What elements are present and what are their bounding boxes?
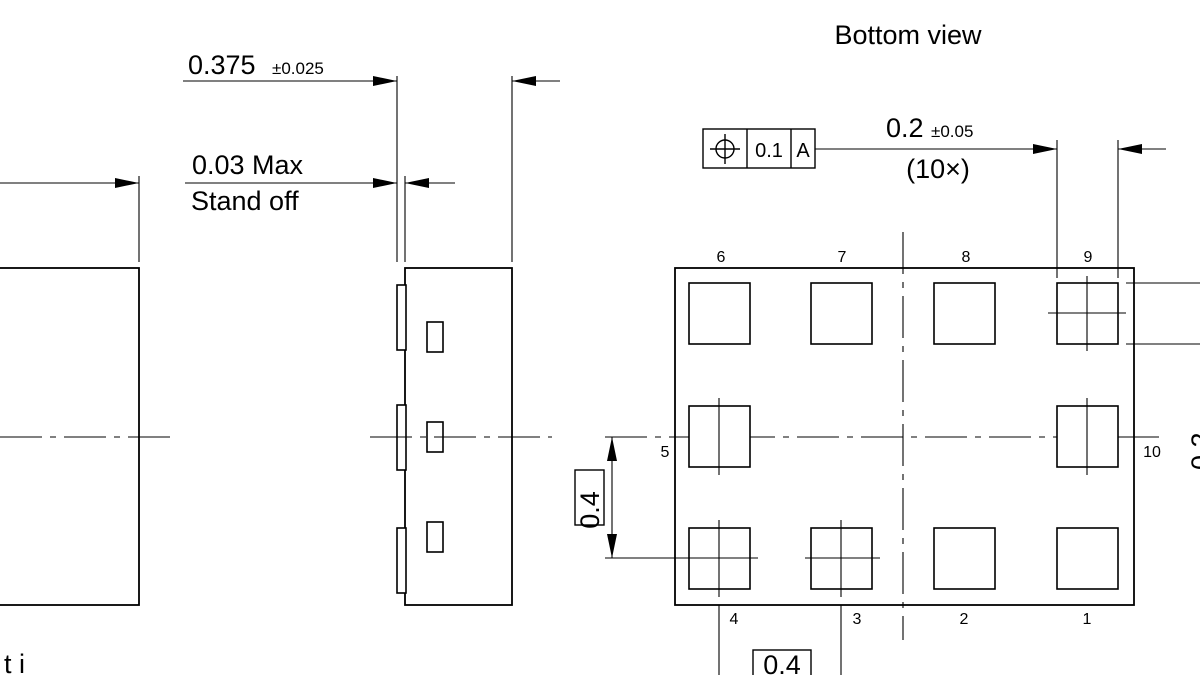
pin-label-6: 6 [717,249,726,266]
pin-label-9: 9 [1084,249,1093,266]
standoff-arrow-left [373,178,397,188]
pad-width-tolerance: ±0.05 [931,122,973,141]
side-window-top [426,321,444,353]
pin-label-5: 5 [661,444,670,461]
thickness-arrow-right [512,76,536,86]
pin-label-10: 10 [1143,444,1161,461]
side-window-bottom [426,521,444,553]
side-view: 0.375 ±0.025 0.03 Max Stand off [183,50,560,606]
pad-crosshairs [682,276,1126,597]
right-edge-dimension: 0.2 [1186,432,1200,470]
fcf-tolerance: 0.1 [755,140,783,162]
standoff-arrow-right [405,178,429,188]
pad-width-arrow-right [1118,144,1142,154]
bottom-view-title: Bottom view [834,20,982,50]
vertical-pitch-value: 0.4 [575,491,605,529]
thickness-arrow-left [373,76,397,86]
pin-label-1: 1 [1083,611,1092,628]
pad-2 [933,527,996,590]
pin-label-7: 7 [838,249,847,266]
pin-label-3: 3 [853,611,862,628]
thickness-tolerance: ±0.025 [272,59,324,78]
fcf-datum: A [796,140,810,162]
pad-count: (10×) [906,154,970,184]
bottom-view: 6 7 8 9 5 10 4 3 2 1 0.2 ±0.05 (10×) 0.1… [574,113,1200,675]
pin-label-2: 2 [960,611,969,628]
standoff-value: 0.03 Max [192,150,304,180]
vertical-pitch-arrow-bottom [607,534,617,558]
side-terminal-top [396,284,407,351]
horizontal-pitch-basic-box [752,649,812,675]
bottom-left-label: t i [4,649,25,675]
pad-6 [688,282,751,345]
pad-width-arrow-left [1033,144,1057,154]
pin-label-8: 8 [962,249,971,266]
front-view: t i [0,176,178,675]
front-view-arrowhead [115,178,139,188]
pad-width-value: 0.2 [886,113,924,143]
pad-8 [933,282,996,345]
thickness-value: 0.375 [188,50,256,80]
vertical-pitch-basic-box [574,469,605,526]
feature-control-frame: 0.1 A [702,128,816,169]
standoff-label: Stand off [191,186,299,216]
vertical-pitch-arrow-top [607,437,617,461]
pin-label-4: 4 [730,611,739,628]
horizontal-pitch-value: 0.4 [763,650,801,675]
pad-7 [810,282,873,345]
pad-1 [1056,527,1119,590]
side-terminal-bottom [396,527,407,594]
